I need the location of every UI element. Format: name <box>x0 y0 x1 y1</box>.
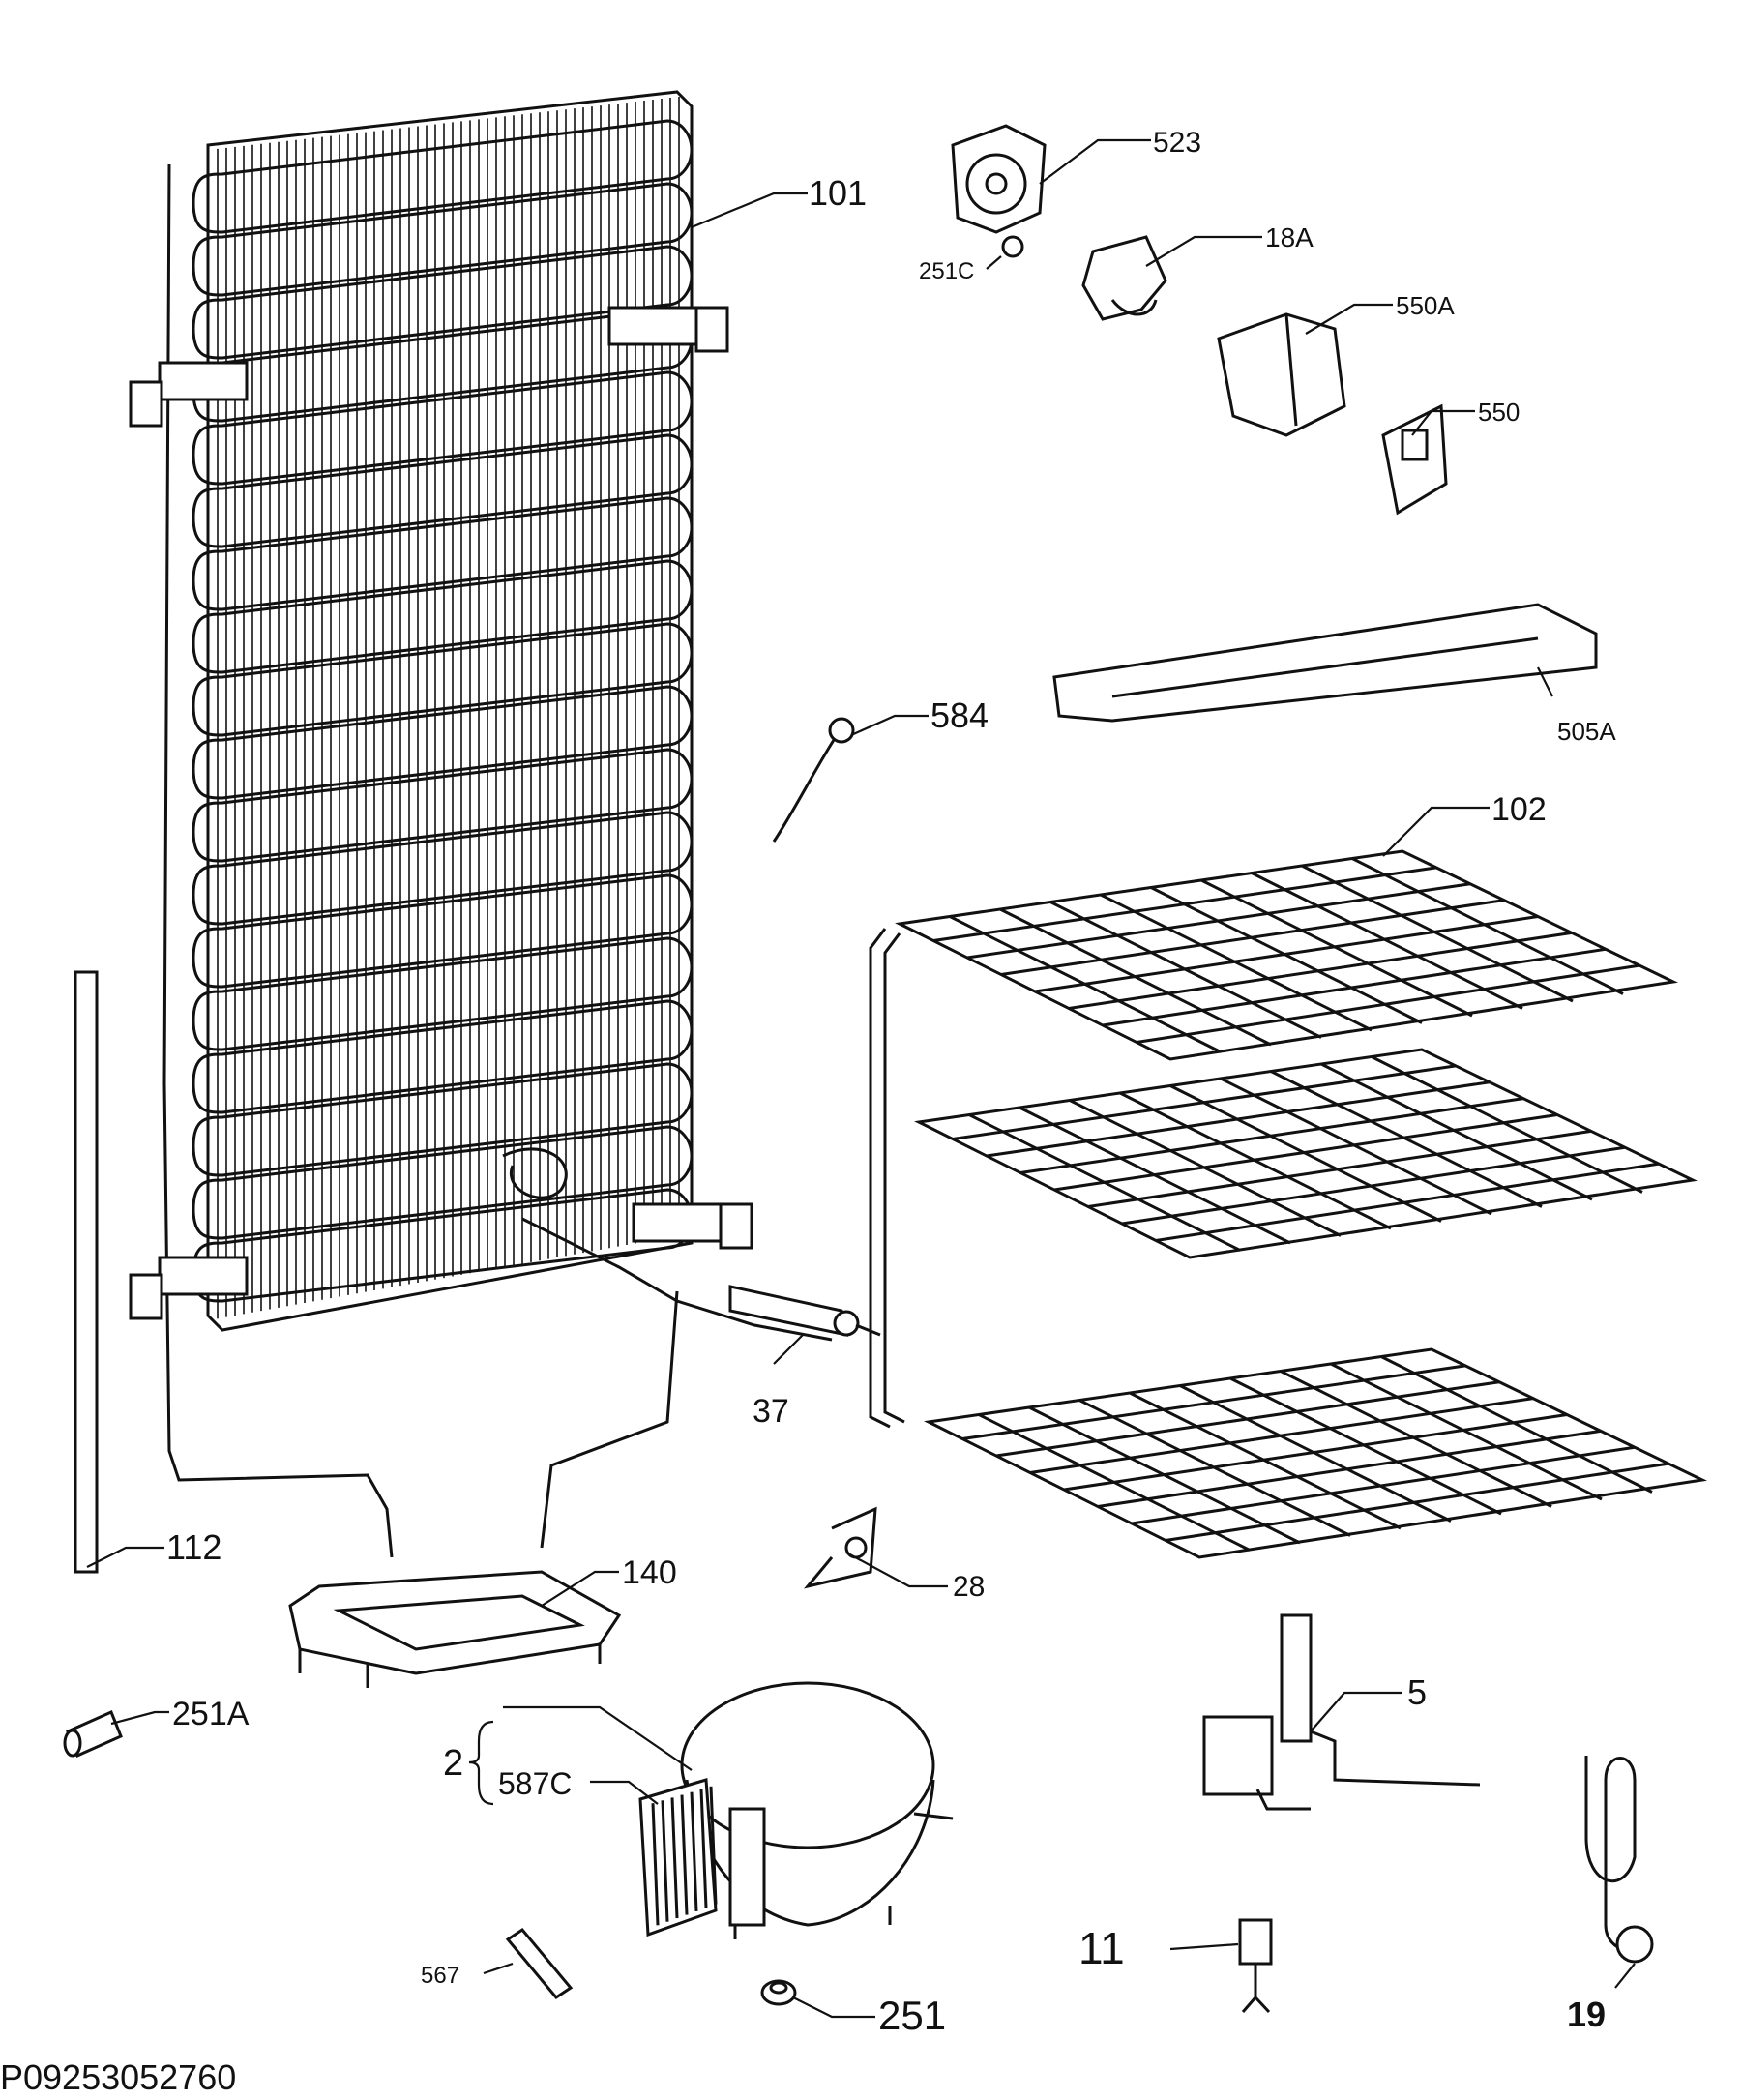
condenser-101 <box>129 90 833 1558</box>
foot-251 <box>760 1979 797 2006</box>
label-28: 28 <box>953 1571 985 1603</box>
label-251a: 251A <box>172 1696 250 1732</box>
drier-37 <box>728 1285 881 1337</box>
label-19: 19 <box>1567 1995 1606 2034</box>
label-251c: 251C <box>919 258 974 284</box>
label-140: 140 <box>622 1554 677 1591</box>
thermostat-550a <box>1217 312 1346 437</box>
drip-tray-140 <box>288 1570 622 1688</box>
tag-584 <box>772 717 855 843</box>
tube-112 <box>74 970 99 1574</box>
label-523: 523 <box>1153 127 1201 159</box>
label-587c: 587C <box>498 1766 573 1801</box>
fan-housing-523 <box>951 124 1047 234</box>
plate-567 <box>505 1928 574 1999</box>
drawing-code: P09253052760 <box>0 2057 236 2097</box>
starter-587c <box>638 1778 766 1937</box>
fan-motor-18a <box>1081 235 1167 321</box>
label-101: 101 <box>809 173 867 213</box>
label-11: 11 <box>1078 1923 1125 1973</box>
evaporator-102 <box>869 849 1708 1559</box>
clip-28 <box>803 1506 877 1589</box>
power-cord-19 <box>1584 1756 1654 1964</box>
compressor-2 <box>680 1681 954 1939</box>
part-251c <box>1001 235 1024 258</box>
cover-550 <box>1381 403 1448 516</box>
label-37: 37 <box>753 1393 789 1430</box>
leader-lines <box>86 138 1636 2019</box>
handle-505a <box>1052 603 1598 723</box>
label-567: 567 <box>421 1963 459 1989</box>
label-550a: 550A <box>1396 291 1455 320</box>
label-112: 112 <box>166 1527 221 1567</box>
label-5: 5 <box>1407 1672 1427 1712</box>
label-584: 584 <box>930 695 989 735</box>
label-2: 2 <box>443 1743 463 1784</box>
label-505a: 505A <box>1557 717 1616 746</box>
label-18a: 18A <box>1265 222 1314 252</box>
part-labels: 101 523 251C 18A 550A 550 505A 584 102 3… <box>0 127 1616 2097</box>
valve-5 <box>1202 1613 1481 1811</box>
label-550: 550 <box>1478 398 1520 427</box>
grommet-251a <box>63 1709 123 1759</box>
label-251: 251 <box>878 1993 946 2038</box>
sensor-11 <box>1238 1918 1273 2014</box>
label-102: 102 <box>1491 791 1547 828</box>
